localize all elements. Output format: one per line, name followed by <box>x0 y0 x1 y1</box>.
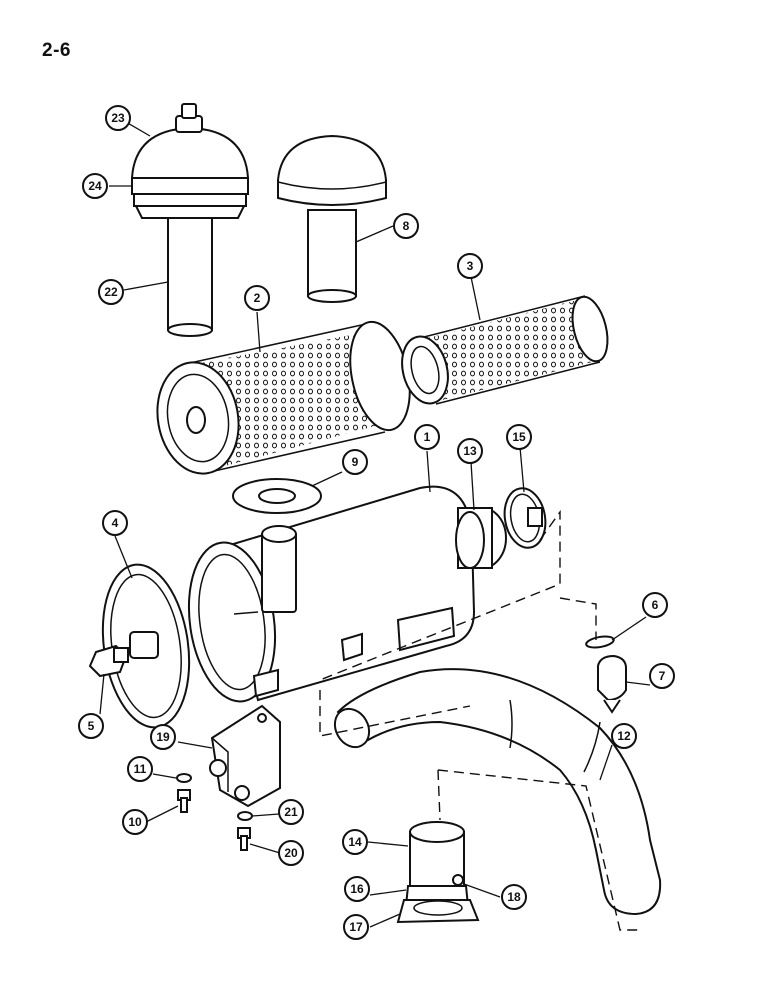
sleeve <box>455 507 507 569</box>
end-cover <box>101 563 191 729</box>
inlet-cap <box>277 134 387 206</box>
callout-17: 17 <box>343 914 369 940</box>
air-cleaner-body <box>187 485 476 703</box>
callout-12: 12 <box>611 723 637 749</box>
precleaner-tube <box>167 217 213 331</box>
callout-18: 18 <box>501 884 527 910</box>
callout-22-label: 22 <box>104 285 118 299</box>
elbow-hose <box>333 668 662 916</box>
callout-7: 7 <box>649 663 675 689</box>
inlet-tube <box>307 209 357 297</box>
callout-6: 6 <box>642 592 668 618</box>
callout-9: 9 <box>342 449 368 475</box>
callout-6-label: 6 <box>652 598 659 612</box>
callout-20: 20 <box>278 840 304 866</box>
callout-9-label: 9 <box>352 455 359 469</box>
callout-22: 22 <box>98 279 124 305</box>
dust-valve-clip <box>585 635 615 649</box>
leader-lines <box>99 121 651 928</box>
callout-19: 19 <box>150 724 176 750</box>
assembly-guide-lines <box>319 509 640 931</box>
callout-24-label: 24 <box>88 179 102 193</box>
callout-12-label: 12 <box>617 729 631 743</box>
inlet-cap-assembly <box>277 134 387 303</box>
callout-19-label: 19 <box>156 730 170 744</box>
gasket <box>232 478 322 514</box>
page-number: 2-6 <box>42 40 71 61</box>
precleaner-assembly <box>130 103 250 337</box>
callout-3: 3 <box>457 253 483 279</box>
callout-1: 1 <box>414 424 440 450</box>
callout-21-label: 21 <box>284 805 298 819</box>
callout-13: 13 <box>457 438 483 464</box>
callout-8: 8 <box>393 213 419 239</box>
callout-2: 2 <box>244 285 270 311</box>
callout-15-label: 15 <box>512 430 526 444</box>
callout-16-label: 16 <box>350 882 364 896</box>
callout-11: 11 <box>127 756 153 782</box>
callout-5-label: 5 <box>88 719 95 733</box>
callout-16: 16 <box>344 876 370 902</box>
callout-10-label: 10 <box>128 815 142 829</box>
callout-8-label: 8 <box>403 219 410 233</box>
washer-11 <box>176 773 192 783</box>
safety-filter-element <box>401 295 609 405</box>
callout-3-label: 3 <box>467 259 474 273</box>
callout-23: 23 <box>105 105 131 131</box>
bolt-18 <box>452 874 464 886</box>
callout-10: 10 <box>122 809 148 835</box>
callout-18-label: 18 <box>507 890 521 904</box>
callout-7-label: 7 <box>659 669 666 683</box>
callout-23-label: 23 <box>111 111 125 125</box>
main-filter-element <box>156 320 411 475</box>
callout-4-label: 4 <box>112 516 119 530</box>
dust-valve <box>597 654 627 714</box>
callout-11-label: 11 <box>134 762 147 776</box>
callout-17-label: 17 <box>349 920 363 934</box>
hose-clamp <box>503 487 547 549</box>
callout-14: 14 <box>342 829 368 855</box>
washer-21 <box>237 811 253 821</box>
mounting-bracket <box>209 704 281 808</box>
callouts: 1 2 3 4 5 6 7 8 9 10 11 12 13 14 15 16 1… <box>78 105 675 940</box>
callout-4: 4 <box>102 510 128 536</box>
callout-24: 24 <box>82 173 108 199</box>
body-outlet <box>261 531 297 613</box>
callout-13-label: 13 <box>463 444 477 458</box>
adapter-assembly <box>396 821 480 924</box>
callout-1-label: 1 <box>424 430 431 444</box>
bolt-washer-right <box>237 811 253 851</box>
callout-2-label: 2 <box>254 291 261 305</box>
wing-knob <box>88 644 129 678</box>
callout-5: 5 <box>78 713 104 739</box>
callout-15: 15 <box>506 424 532 450</box>
callout-14-label: 14 <box>348 835 362 849</box>
bolt-washer-left <box>176 773 192 813</box>
callout-21: 21 <box>278 799 304 825</box>
callout-20-label: 20 <box>284 846 298 860</box>
gasket-17 <box>396 899 480 924</box>
